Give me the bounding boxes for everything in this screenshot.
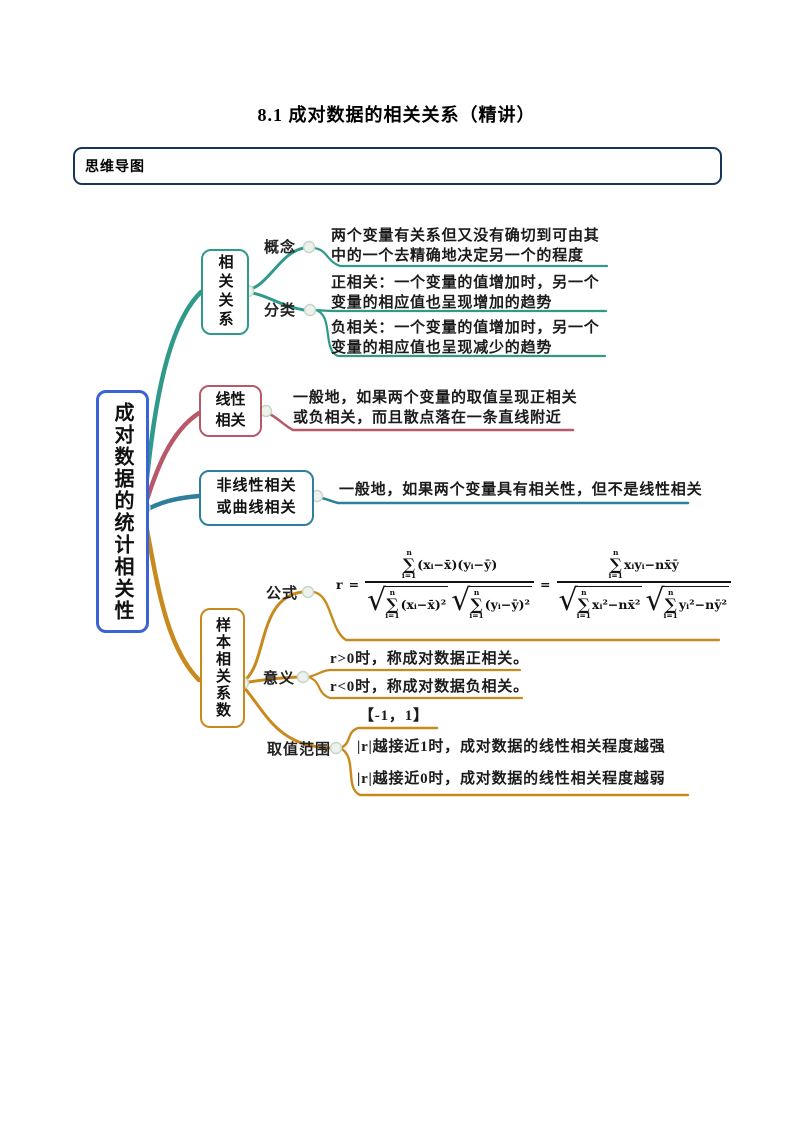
text-r-positive: r>0时，称成对数据正相关。: [330, 651, 529, 667]
node-handle-icon: [259, 404, 273, 418]
sum-symbol: n ∑ i=1: [469, 588, 484, 620]
node-linear-correlation-label: 线性相关: [215, 392, 246, 429]
sum-symbol: n ∑ i=1: [663, 588, 678, 620]
node-nonlinear-correlation-label: 非线性相关或曲线相关: [216, 478, 297, 516]
node-handle-icon: [329, 741, 343, 755]
node-handle-icon: [296, 670, 310, 684]
text-positive-correlation: 正相关：一个变量的值增加时，另一个变量的相应值也呈现增加的趋势: [331, 275, 600, 311]
text-r-near-zero: |r|越接近0时，成对数据的线性相关程度越弱: [357, 771, 666, 787]
formula-f2-den-a: xᵢ²−nx̄²: [592, 596, 641, 612]
formula-fraction-1: n ∑ i=1 (xᵢ−x̄)(yᵢ−ȳ) √ n ∑ i=1 (xᵢ−x̄): [365, 548, 535, 620]
node-handle-icon: [303, 303, 317, 317]
text-nonlinear-correlation: 一般地，如果两个变量具有相关性，但不是线性相关: [339, 482, 703, 498]
formula-f2-den-b: yᵢ²−nȳ²: [678, 596, 727, 612]
sum-symbol: n ∑ i=1: [608, 548, 623, 580]
sum-symbol: n ∑ i=1: [385, 588, 400, 620]
formula-fraction-2: n ∑ i=1 xᵢyᵢ−nx̄ȳ √ n ∑ i=1 xᵢ²−nx̄²: [556, 548, 731, 620]
node-sample-coefficient: 样本相关系数: [200, 608, 245, 728]
text-linear-correlation: 一般地，如果两个变量的取值呈现正相关或负相关，而且散点落在一条直线附近: [293, 390, 578, 426]
formula-f1-den-b: (yᵢ−ȳ)²: [484, 596, 531, 612]
root-node: 成对数据的统计相关性: [96, 390, 149, 633]
node-nonlinear-correlation: 非线性相关或曲线相关: [199, 470, 314, 526]
node-correlation: 相关关系: [201, 249, 249, 335]
section-header-label: 思维导图: [85, 160, 145, 175]
sum-symbol: n ∑ i=1: [401, 548, 417, 580]
correlation-formula: r = n ∑ i=1 (xᵢ−x̄)(yᵢ−ȳ) √ n ∑: [336, 549, 731, 619]
text-r-negative: r<0时，称成对数据负相关。: [330, 679, 529, 695]
label-meaning: 意义: [263, 671, 296, 687]
node-linear-correlation: 线性相关: [199, 385, 262, 437]
text-r-near-one: |r|越接近1时，成对数据的线性相关程度越强: [357, 739, 666, 755]
label-classification: 分类: [264, 303, 297, 319]
text-range-value: 【-1，1】: [359, 708, 429, 724]
formula-f2-num: xᵢyᵢ−nx̄ȳ: [623, 556, 679, 572]
formula-equals: =: [348, 576, 360, 592]
page-title: 8.1 成对数据的相关关系（精讲）: [257, 105, 536, 125]
node-handle-icon: [302, 240, 316, 254]
formula-f1-den-a: (xᵢ−x̄)²: [400, 596, 447, 612]
sqrt-term: √ n ∑ i=1 (xᵢ−x̄)²: [367, 583, 449, 620]
sqrt-term: √ n ∑ i=1 xᵢ²−nx̄²: [558, 583, 643, 620]
sqrt-term: √ n ∑ i=1 yᵢ²−nȳ²: [645, 583, 729, 620]
label-concept: 概念: [264, 240, 297, 256]
formula-equals: =: [540, 576, 551, 592]
sum-symbol: n ∑ i=1: [576, 588, 591, 620]
text-negative-correlation: 负相关：一个变量的值增加时，另一个变量的相应值也呈现减少的趋势: [331, 320, 600, 356]
label-formula: 公式: [266, 586, 299, 602]
node-sample-coefficient-label: 样本相关系数: [214, 617, 230, 719]
sqrt-term: √ n ∑ i=1 (yᵢ−ȳ)²: [451, 583, 533, 620]
node-handle-icon: [301, 585, 315, 599]
root-node-label: 成对数据的统计相关性: [111, 401, 133, 622]
node-correlation-label: 相关关系: [216, 254, 233, 330]
text-concept: 两个变量有关系但又没有确切到可由其中的一个去精确地决定另一个的程度: [331, 228, 600, 264]
section-header-box: 思维导图: [73, 147, 722, 185]
label-value-range: 取值范围: [267, 742, 332, 758]
formula-lhs: r: [336, 576, 343, 592]
formula-f1-num: (xᵢ−x̄)(yᵢ−ȳ): [417, 556, 498, 572]
